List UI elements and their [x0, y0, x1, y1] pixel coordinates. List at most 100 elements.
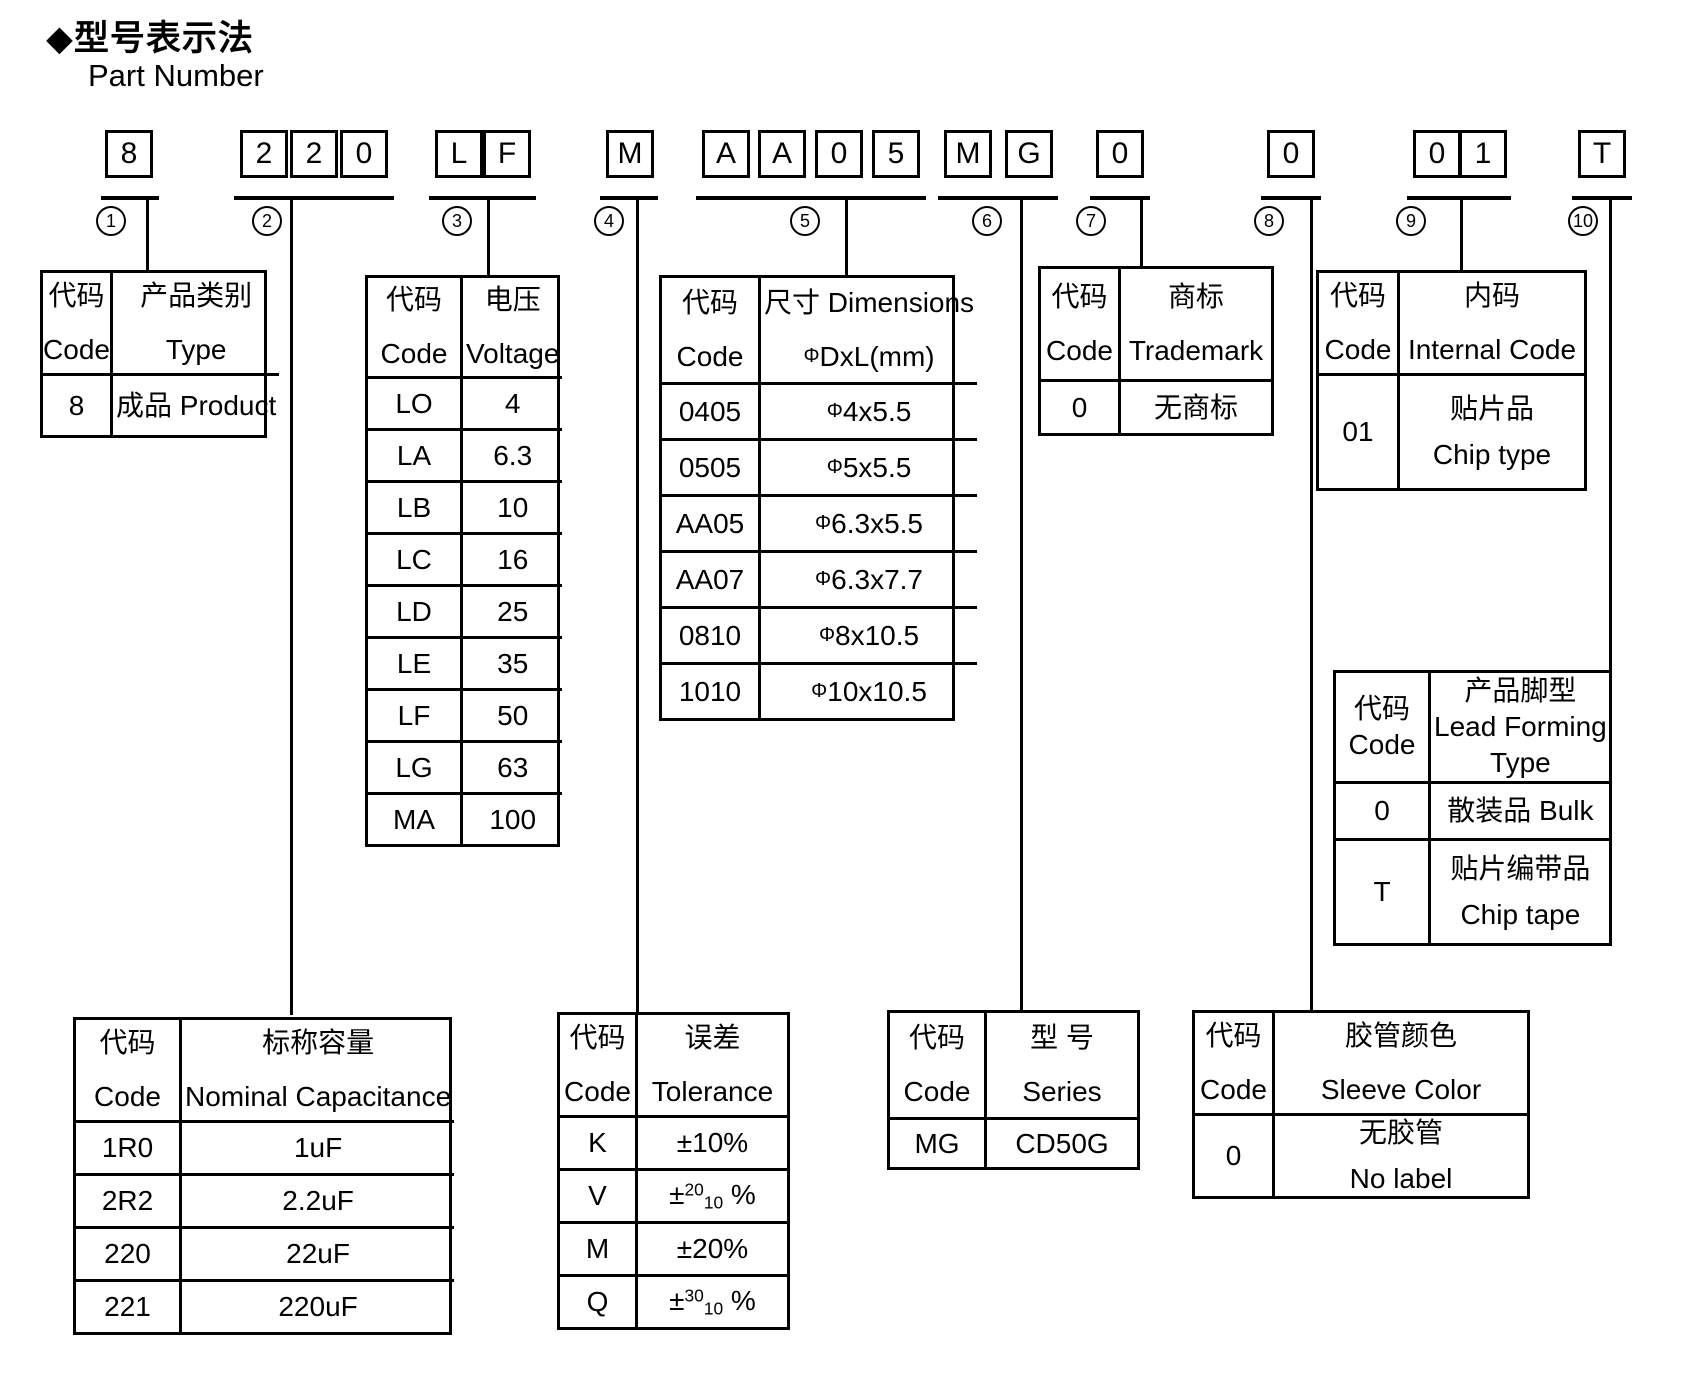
table-cell: MA	[368, 792, 460, 844]
pn-char-box: L	[435, 130, 483, 178]
table-cell: LB	[368, 480, 460, 532]
connector-line	[1310, 200, 1313, 1010]
pn-char-box: 0	[340, 130, 388, 178]
pn-char-box: 2	[290, 130, 338, 178]
group-underline	[101, 196, 159, 200]
table-cell: Φ8x10.5	[758, 606, 978, 662]
table-cell: Φ6.3x5.5	[758, 494, 978, 550]
pn-char-box: A	[702, 130, 750, 178]
table-cell: 221	[76, 1279, 179, 1332]
table-cell: 1R0	[76, 1120, 179, 1173]
pn-char-box: 1	[1459, 130, 1507, 178]
group-underline	[938, 196, 1058, 200]
connector-line	[1020, 200, 1023, 1010]
table-cell: 10	[460, 480, 563, 532]
table-cell: ±10%	[635, 1115, 787, 1168]
table-cell: AA05	[662, 494, 758, 550]
table-cell: V	[560, 1168, 635, 1221]
group-number-badge: 2	[252, 206, 282, 236]
group-underline	[1407, 196, 1511, 200]
table-cell: 成品 Product	[110, 373, 280, 435]
table-cell: K	[560, 1115, 635, 1168]
pn-char-box: 0	[1413, 130, 1461, 178]
table-cell: 0505	[662, 438, 758, 494]
table-cell: 220uF	[179, 1279, 455, 1332]
group-underline	[600, 196, 658, 200]
table-cell: 6.3	[460, 428, 563, 480]
connector-line	[1140, 200, 1143, 268]
pn-char-box: F	[483, 130, 531, 178]
table-cell: 22uF	[179, 1226, 455, 1279]
table-cell: Φ10x10.5	[758, 662, 978, 718]
table-cell: AA07	[662, 550, 758, 606]
table-cell: 50	[460, 688, 563, 740]
table-cell: ±3010 %	[635, 1274, 787, 1327]
pn-char-box: 8	[105, 130, 153, 178]
table-cell: Φ6.3x7.7	[758, 550, 978, 606]
table-cell: Φ5x5.5	[758, 438, 978, 494]
table-cell: 220	[76, 1226, 179, 1279]
group-number-badge: 9	[1396, 206, 1426, 236]
table-cell: 0	[1041, 379, 1118, 433]
pn-char-box: M	[606, 130, 654, 178]
table-cell: LG	[368, 740, 460, 792]
group-number-badge: 1	[96, 206, 126, 236]
pn-char-box: 5	[872, 130, 920, 178]
group-underline	[429, 196, 536, 200]
table-cell: 16	[460, 532, 563, 584]
table-cell: 35	[460, 636, 563, 688]
group-number-badge: 7	[1076, 206, 1106, 236]
table-cell: Φ4x5.5	[758, 382, 978, 438]
connector-line	[845, 200, 848, 277]
table-cell: 无商标	[1118, 379, 1271, 433]
section-subtitle: Part Number	[88, 58, 264, 93]
table-cell: 63	[460, 740, 563, 792]
table-cell: 0405	[662, 382, 758, 438]
table-cell: 0810	[662, 606, 758, 662]
group-underline	[1090, 196, 1150, 200]
table-cell: 0	[1195, 1113, 1272, 1196]
pn-char-box: 2	[240, 130, 288, 178]
table-cell: 01	[1319, 373, 1397, 488]
pn-char-box: 0	[815, 130, 863, 178]
table-cell: 0	[1336, 781, 1428, 838]
table-cell: LE	[368, 636, 460, 688]
group-number-badge: 3	[442, 206, 472, 236]
pn-char-box: G	[1005, 130, 1053, 178]
table-cell: 25	[460, 584, 563, 636]
table-cell: LD	[368, 584, 460, 636]
connector-line	[636, 200, 639, 1012]
group-number-badge: 8	[1254, 206, 1284, 236]
connector-line	[290, 200, 293, 1015]
connector-line	[487, 200, 490, 277]
group-number-badge: 5	[790, 206, 820, 236]
table-cell: M	[560, 1221, 635, 1274]
pn-char-box: A	[758, 130, 806, 178]
group-number-badge: 4	[594, 206, 624, 236]
